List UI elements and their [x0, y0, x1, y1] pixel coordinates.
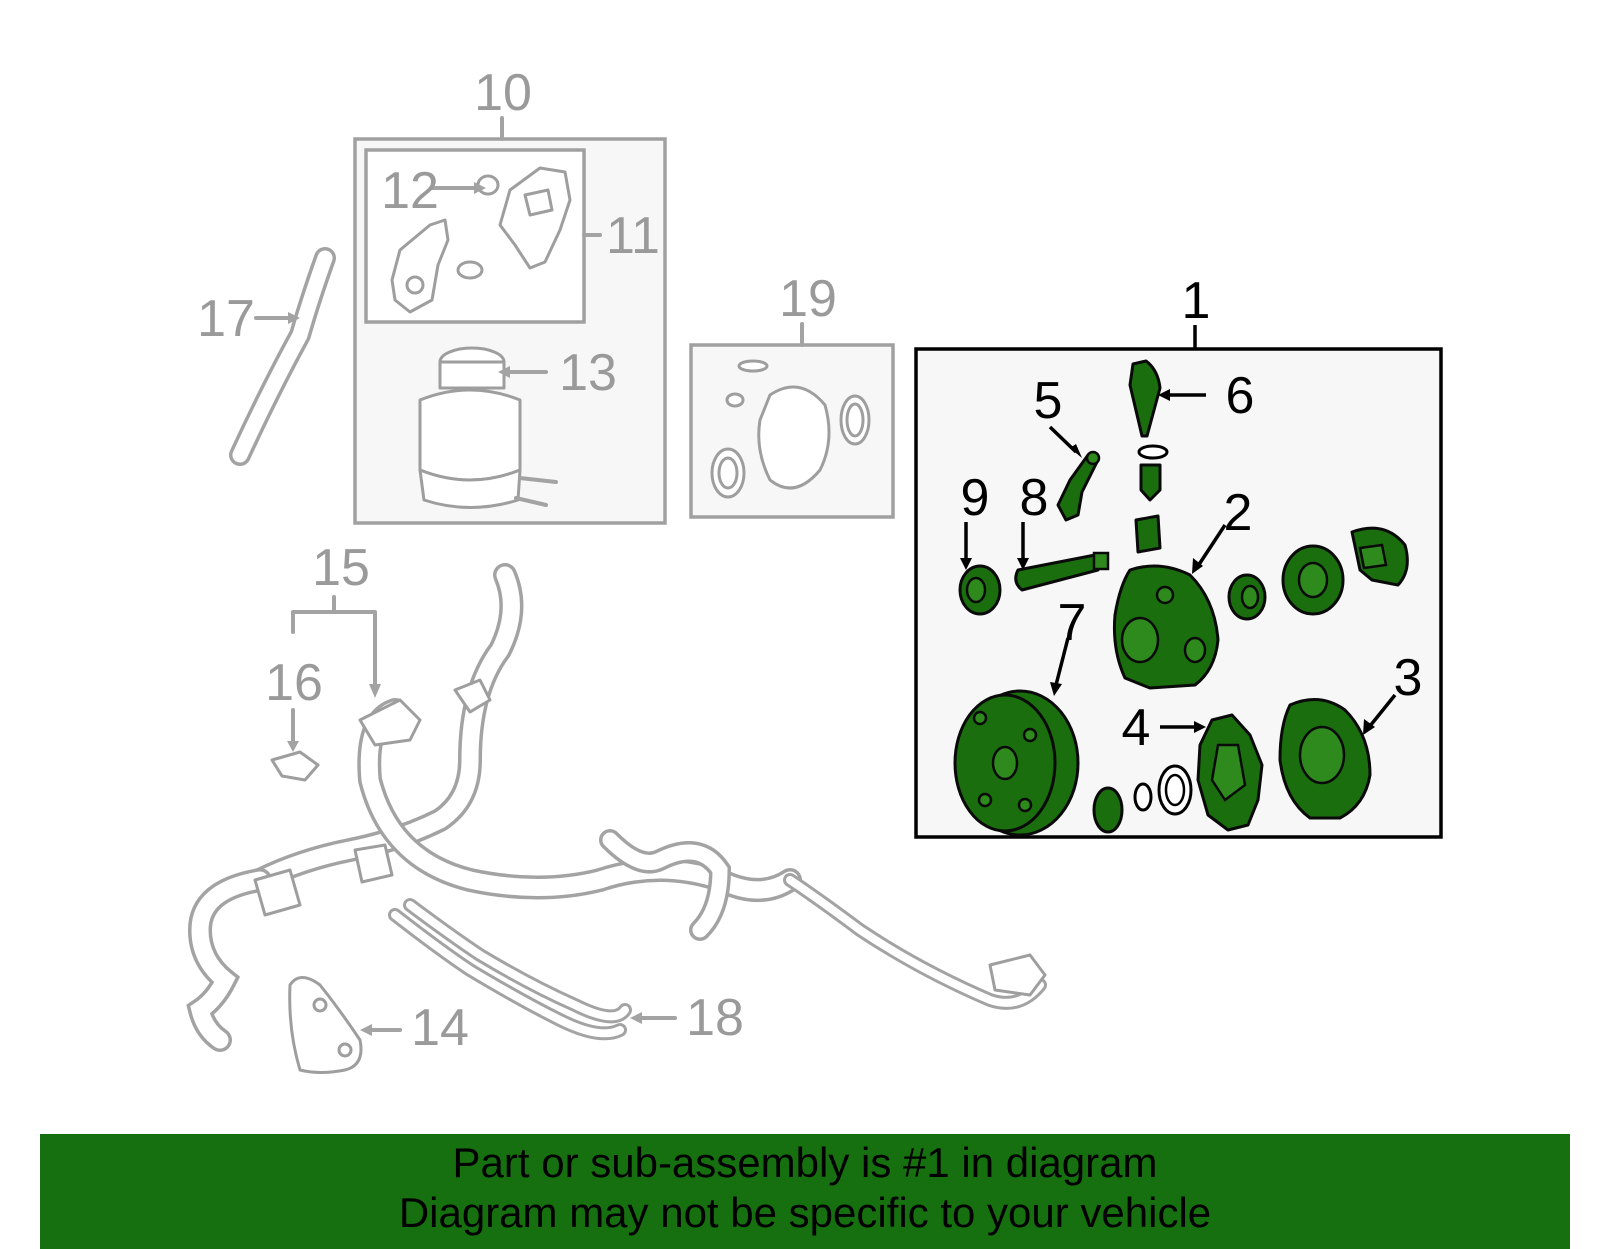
callout-4: 4	[1122, 699, 1151, 757]
line-bracket-part[interactable]	[288, 976, 402, 1074]
bolt-part[interactable]	[430, 174, 500, 196]
callout-17: 17	[197, 290, 255, 348]
gasket-kit-group[interactable]	[689, 322, 895, 519]
callout-14: 14	[411, 999, 469, 1057]
bracket-part[interactable]	[390, 166, 572, 314]
reservoir-hose-part[interactable]	[229, 247, 336, 466]
control-valve-part[interactable]	[1128, 359, 1206, 502]
pressure-plate-part[interactable]	[1350, 526, 1409, 587]
flow-valve-spring-part[interactable]	[1134, 514, 1162, 554]
cooler-tube-part[interactable]	[388, 898, 677, 1041]
callout-2: 2	[1224, 484, 1253, 542]
assembly-notice-banner: Part or sub-assembly is #1 in diagram Di…	[40, 1134, 1570, 1249]
callout-8: 8	[1020, 469, 1049, 527]
reservoir-assembly-group[interactable]	[353, 116, 667, 525]
shaft-part[interactable]	[1014, 522, 1110, 592]
callout-11: 11	[606, 207, 660, 265]
callout-19: 19	[779, 270, 837, 328]
o-ring-part[interactable]	[1092, 764, 1193, 834]
callout-12: 12	[381, 162, 439, 220]
suction-port-part[interactable]	[1048, 425, 1101, 522]
notice-line-2: Diagram may not be specific to your vehi…	[398, 1189, 1212, 1236]
callout-13: 13	[559, 344, 617, 402]
pump-housing-part[interactable]	[1112, 524, 1227, 690]
rotor-part[interactable]	[1227, 573, 1267, 621]
reservoir-part[interactable]	[418, 346, 558, 509]
callout-3: 3	[1394, 649, 1423, 707]
callout-5: 5	[1034, 372, 1063, 430]
callout-15: 15	[312, 539, 370, 597]
power-steering-pump-group[interactable]	[914, 325, 1443, 839]
pulley-part[interactable]	[953, 637, 1080, 837]
callout-9: 9	[961, 469, 990, 527]
callout-1: 1	[1182, 272, 1211, 330]
notice-line-1: Part or sub-assembly is #1 in diagram	[452, 1139, 1158, 1186]
callout-18: 18	[686, 989, 744, 1047]
callout-16: 16	[265, 654, 323, 712]
callout-10: 10	[474, 64, 532, 122]
oil-seal-part[interactable]	[958, 522, 1002, 616]
pressure-switch-part[interactable]	[270, 708, 320, 782]
callout-6: 6	[1226, 367, 1255, 425]
rear-housing-part[interactable]	[1278, 693, 1397, 820]
callout-7: 7	[1058, 594, 1087, 652]
gasket-part[interactable]	[1160, 713, 1264, 832]
pressure-hose-group[interactable]	[186, 563, 1047, 1052]
cam-ring-part[interactable]	[1281, 544, 1345, 616]
